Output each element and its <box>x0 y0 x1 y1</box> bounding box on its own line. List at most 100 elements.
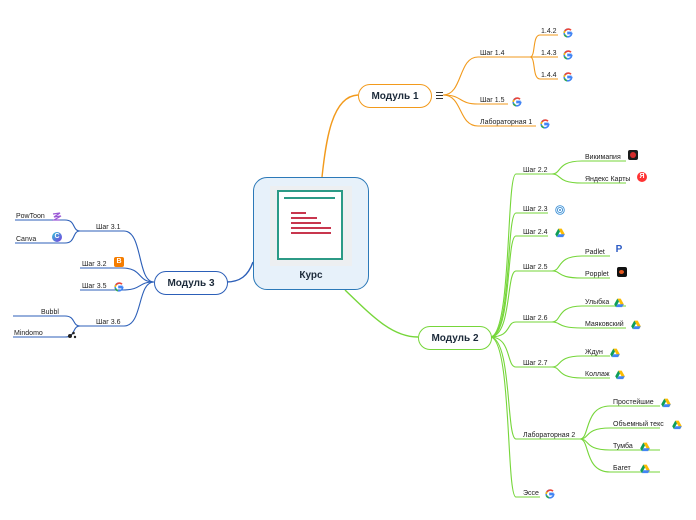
google-icon[interactable] <box>563 69 573 82</box>
connector-line <box>442 56 479 96</box>
document-illustration <box>270 186 352 266</box>
module-2-substep-label[interactable]: Padlet <box>585 249 605 256</box>
notes-icon[interactable] <box>436 91 443 99</box>
google-drive-icon[interactable] <box>614 295 624 308</box>
module-2-step-label[interactable]: Шаг 2.6 <box>523 315 548 322</box>
connector-line <box>64 325 81 338</box>
module-2-step-label[interactable]: Шаг 2.4 <box>523 229 548 236</box>
connector-line <box>579 438 611 473</box>
connector-line <box>123 281 155 327</box>
connector-line <box>225 261 254 283</box>
wikimapia-icon[interactable] <box>628 150 638 160</box>
google-icon[interactable] <box>545 486 555 499</box>
yandex-maps-icon[interactable]: Я <box>637 172 647 182</box>
module-1-substep-label[interactable]: 1.4.2 <box>541 28 557 35</box>
module-2-node[interactable]: Модуль 2 <box>418 326 492 350</box>
google-drive-icon[interactable] <box>672 417 682 430</box>
connector-line <box>579 438 611 451</box>
connector-line <box>489 235 517 338</box>
connector-line <box>489 173 517 338</box>
google-drive-icon[interactable] <box>640 461 650 474</box>
module-3-substep-label[interactable]: Mindomo <box>14 330 43 337</box>
google-icon[interactable] <box>114 279 124 292</box>
padlet-icon[interactable]: P <box>615 244 623 255</box>
module-3-title: Модуль 3 <box>167 277 215 289</box>
popplet-icon[interactable] <box>617 267 627 277</box>
connector-line <box>489 336 517 368</box>
connector-line <box>551 270 583 279</box>
module-1-node[interactable]: Модуль 1 <box>358 84 432 108</box>
connector-line <box>551 305 583 323</box>
module-2-step-label[interactable]: Лабораторная 2 <box>523 432 576 439</box>
module-2-step-label[interactable]: Шаг 2.3 <box>523 206 548 213</box>
google-icon[interactable] <box>540 116 550 129</box>
module-2-substep-label[interactable]: Багет <box>613 465 631 472</box>
module-1-step-label[interactable]: Лабораторная 1 <box>480 119 533 126</box>
connector-line <box>551 173 583 184</box>
module-2-substep-label[interactable]: Тумба <box>613 443 633 450</box>
google-drive-icon[interactable] <box>661 395 671 408</box>
module-2-substep-label[interactable]: Коллаж <box>585 371 610 378</box>
module-3-step-label[interactable]: Шаг 3.5 <box>82 283 107 290</box>
google-drive-icon[interactable] <box>555 225 565 238</box>
connector-line <box>489 321 517 338</box>
connector-line <box>529 34 541 58</box>
google-icon[interactable] <box>563 25 573 38</box>
module-2-substep-label[interactable]: Улыбка <box>585 299 610 306</box>
powtoon-icon[interactable] <box>51 209 62 221</box>
module-2-substep-label[interactable]: Простейшие <box>613 399 654 406</box>
connector-line <box>64 219 81 232</box>
connector-line <box>344 289 419 338</box>
module-2-title: Модуль 2 <box>431 332 479 344</box>
google-drive-icon[interactable] <box>610 345 620 358</box>
module-2-substep-label[interactable]: Маяковский <box>585 321 624 328</box>
google-drive-icon[interactable] <box>615 367 625 380</box>
connector-line <box>489 212 517 338</box>
connector-line <box>551 160 583 175</box>
module-3-substep-label[interactable]: PowToon <box>16 213 45 220</box>
central-title: Курс <box>299 270 323 281</box>
connector-line <box>489 270 517 338</box>
connector-line <box>121 267 155 283</box>
module-3-step-label[interactable]: Шаг 3.2 <box>82 261 107 268</box>
google-drive-icon[interactable] <box>640 439 650 452</box>
module-3-substep-label[interactable]: Bubbl <box>41 309 59 316</box>
connector-line <box>529 56 541 80</box>
connector-line <box>123 230 155 283</box>
connector-line <box>321 94 359 178</box>
connector-line <box>64 230 81 244</box>
module-3-step-label[interactable]: Шаг 3.1 <box>96 224 121 231</box>
module-2-step-label[interactable]: Шаг 2.7 <box>523 360 548 367</box>
module-1-step-label[interactable]: Шаг 1.5 <box>480 97 505 104</box>
module-1-substep-label[interactable]: 1.4.3 <box>541 50 557 57</box>
google-icon[interactable] <box>563 47 573 60</box>
google-drive-icon[interactable] <box>631 317 641 330</box>
module-2-substep-label[interactable]: Ждун <box>585 349 603 356</box>
connector-line <box>551 255 583 272</box>
module-2-substep-label[interactable]: Объемный текс <box>613 421 664 428</box>
module-2-step-label[interactable]: Шаг 2.2 <box>523 167 548 174</box>
module-3-step-label[interactable]: Шаг 3.6 <box>96 319 121 326</box>
module-2-step-label[interactable]: Эссе <box>523 490 539 497</box>
google-icon[interactable] <box>512 94 522 107</box>
module-2-step-label[interactable]: Шаг 2.5 <box>523 264 548 271</box>
central-topic[interactable]: Курс <box>253 177 369 290</box>
mindomo-icon[interactable] <box>67 326 77 339</box>
connector-line <box>551 366 583 379</box>
connector-line <box>442 94 479 127</box>
canva-icon[interactable]: C <box>52 232 62 242</box>
module-2-substep-label[interactable]: Popplet <box>585 271 609 278</box>
module-1-step-label[interactable]: Шаг 1.4 <box>480 50 505 57</box>
connector-line <box>579 427 611 440</box>
module-2-substep-label[interactable]: Викимапия <box>585 154 621 161</box>
blogger-icon[interactable]: B <box>114 257 124 267</box>
module-3-node[interactable]: Модуль 3 <box>154 271 228 295</box>
module-1-substep-label[interactable]: 1.4.4 <box>541 72 557 79</box>
module-3-substep-label[interactable]: Canva <box>16 236 37 243</box>
module-2-substep-label[interactable]: Яндекс Карты <box>585 176 631 183</box>
connector-line <box>551 355 583 368</box>
module-1-title: Модуль 1 <box>371 90 419 102</box>
spiral-icon[interactable] <box>555 202 565 215</box>
